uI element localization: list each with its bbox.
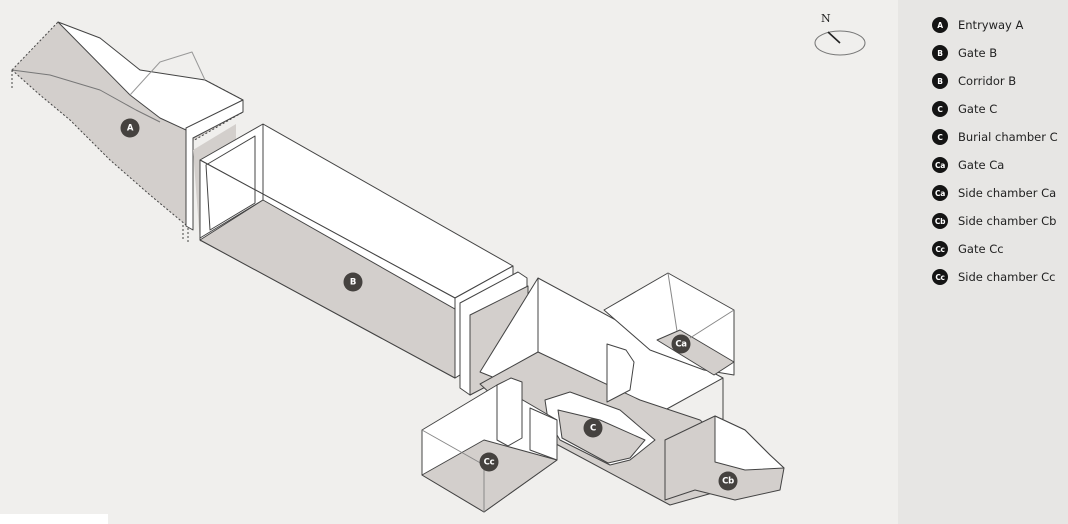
legend-item[interactable]: Ca Gate Ca — [932, 156, 1004, 174]
legend-item[interactable]: Cc Side chamber Cc — [932, 268, 1056, 286]
badge-c: C — [583, 418, 603, 438]
legend-label: Entryway A — [958, 18, 1024, 32]
north-compass: N — [812, 12, 870, 60]
legend-label: Gate C — [958, 102, 998, 116]
legend-badge-icon: C — [932, 101, 948, 117]
legend-badge-icon: Cc — [932, 269, 948, 285]
legend-item[interactable]: C Burial chamber C — [932, 128, 1058, 146]
compass-north-label: N — [821, 12, 831, 25]
legend-badge-icon: C — [932, 129, 948, 145]
legend-item[interactable]: Cc Gate Cc — [932, 240, 1004, 258]
badge-cc: Cc — [479, 452, 499, 472]
legend-label: Side chamber Ca — [958, 186, 1057, 200]
legend-badge-icon: Ca — [932, 185, 948, 201]
legend-badge-icon: Cb — [932, 213, 948, 229]
legend-item[interactable]: B Gate B — [932, 44, 997, 62]
legend-badge-icon: Cc — [932, 241, 948, 257]
legend-item[interactable]: Ca Side chamber Ca — [932, 184, 1056, 202]
legend-label: Corridor B — [958, 74, 1017, 88]
badge-b: B — [343, 272, 363, 292]
legend-item[interactable]: C Gate C — [932, 100, 997, 118]
badge-a: A — [120, 118, 140, 138]
badge-ca: Ca — [671, 334, 691, 354]
compass-arrow-icon — [814, 30, 866, 56]
legend-badge-icon: B — [932, 45, 948, 61]
legend-item[interactable]: B Corridor B — [932, 72, 1016, 90]
legend-badge-icon: B — [932, 73, 948, 89]
legend-label: Gate Cc — [958, 242, 1004, 256]
bottom-white-strip — [0, 514, 108, 524]
legend-item[interactable]: A Entryway A — [932, 16, 1023, 34]
legend-label: Gate Ca — [958, 158, 1005, 172]
legend-badge-icon: Ca — [932, 157, 948, 173]
legend-badge-icon: A — [932, 17, 948, 33]
legend-label: Side chamber Cb — [958, 214, 1057, 228]
legend-item[interactable]: Cb Side chamber Cb — [932, 212, 1056, 230]
tomb-diagram: A B C Ca Cb Cc N — [11, 12, 870, 513]
legend-label: Side chamber Cc — [958, 270, 1056, 284]
tomb-drawing — [11, 21, 785, 513]
legend-label: Burial chamber C — [958, 130, 1058, 144]
badge-cb: Cb — [718, 471, 738, 491]
legend-label: Gate B — [958, 46, 998, 60]
